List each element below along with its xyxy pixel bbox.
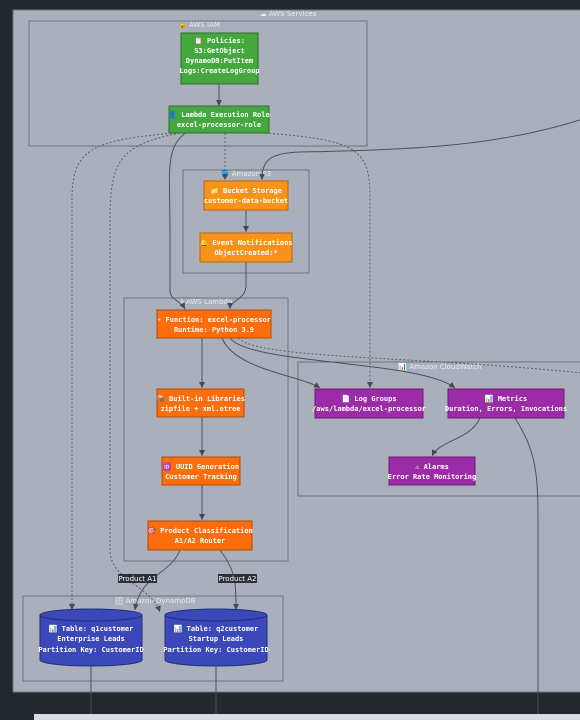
svg-text:A1/A2 Router: A1/A2 Router (175, 537, 226, 545)
svg-text:Enterprise Leads: Enterprise Leads (57, 635, 124, 643)
cluster-aws-services (12, 9, 580, 693)
node-function[interactable]: ⚡ Function: excel-processor Runtime: Pyt… (156, 309, 272, 339)
lambda-icon: λ (180, 298, 186, 306)
edge-label-product-a2: Product A2 (218, 574, 257, 583)
edge-function-metrics (229, 337, 456, 389)
cluster-amazon-dynamodb (22, 595, 284, 682)
clipboard-icon: 📋 (194, 36, 207, 45)
edge-role-dynamodb-q1 (69, 132, 176, 610)
database-icon: 🗄 (114, 597, 125, 605)
svg-text:⚠ Alarms: ⚠ Alarms (415, 463, 449, 471)
chart-icon: 📊 (398, 362, 409, 371)
footer-strip (34, 714, 580, 720)
folder-icon: 📁 (210, 187, 223, 195)
svg-text:excel-processor-role: excel-processor-role (177, 121, 261, 129)
svg-text:📊 Metrics: 📊 Metrics (485, 394, 527, 403)
package-icon: 📦 (156, 394, 169, 403)
svg-text:Customer Tracking: Customer Tracking (165, 473, 237, 481)
svg-text:Logs:CreateLogGroup: Logs:CreateLogGroup (179, 67, 259, 75)
cluster-aws-lambda (123, 297, 289, 562)
svg-text:🎯 Product Classification: 🎯 Product Classification (147, 526, 253, 535)
id-icon: 🆔 (163, 462, 176, 471)
svg-text:Partition Key: CustomerID: Partition Key: CustomerID (38, 646, 143, 654)
bell-icon: 🔔 (199, 238, 212, 247)
edges (90, 84, 580, 720)
node-builtin-libraries[interactable]: 📦 Built-in Libraries zipfile + xml.etree (156, 388, 245, 418)
cluster-aws-lambda-label: λ AWS Lambda (180, 298, 233, 306)
edge-role-function (168, 132, 186, 310)
svg-text:Partition Key: CustomerID: Partition Key: CustomerID (163, 646, 268, 654)
cluster-amazon-s3-label: 🪣 Amazon S3 (221, 169, 271, 178)
svg-text:📋 Policies:: 📋 Policies: (194, 36, 245, 45)
svg-text:📊 Table: q2customer: 📊 Table: q2customer (174, 624, 259, 633)
edge-metrics-exit (514, 417, 539, 720)
svg-text:zipfile + xml.etree: zipfile + xml.etree (160, 405, 240, 413)
svg-text:Product A1: Product A1 (118, 575, 156, 583)
svg-text:📁 Bucket Storage: 📁 Bucket Storage (210, 187, 282, 195)
node-uuid-generation[interactable]: 🆔 UUID Generation Customer Tracking (161, 456, 241, 486)
svg-text:📦 Built-in Libraries: 📦 Built-in Libraries (156, 394, 245, 403)
svg-text:📊 Table: q1customer: 📊 Table: q1customer (49, 624, 134, 633)
table-icon: 📊 (49, 624, 62, 633)
node-table-q2customer[interactable]: 📊 Table: q2customer Startup Leads Partit… (163, 608, 269, 667)
node-lambda-role[interactable]: 👤 Lambda Execution Role excel-processor-… (168, 105, 270, 134)
dashed-edges (69, 132, 580, 613)
lightning-icon: ⚡ (157, 316, 165, 324)
node-table-q1customer[interactable]: 📊 Table: q1customer Enterprise Leads Par… (38, 608, 144, 667)
svg-text:Startup Leads: Startup Leads (189, 635, 244, 643)
document-icon: 📄 (341, 394, 354, 403)
svg-text:Error Rate Monitoring: Error Rate Monitoring (388, 473, 477, 481)
node-event-notifications[interactable]: 🔔 Event Notifications ObjectCreated:* (199, 232, 293, 263)
table-icon: 📊 (174, 624, 187, 633)
svg-text:🆔 UUID Generation: 🆔 UUID Generation (163, 462, 239, 471)
cluster-aws-iam-label: 🔒 AWS IAM (178, 21, 220, 29)
svg-text:Duration, Errors, Invocations: Duration, Errors, Invocations (445, 405, 567, 413)
edge-role-cloudwatch (264, 132, 373, 388)
svg-text:Product A2: Product A2 (218, 575, 256, 583)
svg-text:Runtime: Python 3.9: Runtime: Python 3.9 (174, 326, 254, 334)
bar-chart-icon: 📊 (485, 394, 498, 403)
node-product-classification[interactable]: 🎯 Product Classification A1/A2 Router (147, 520, 253, 551)
svg-text:DynamoDB:PutItem: DynamoDB:PutItem (186, 57, 253, 65)
cluster-amazon-cloudwatch-label: 📊 Amazon CloudWatch (398, 362, 481, 371)
user-icon: 👤 (168, 110, 181, 119)
svg-text:👤 Lambda Execution Role: 👤 Lambda Execution Role (168, 110, 269, 119)
warning-icon: ⚠ (415, 463, 423, 471)
svg-text:S3:GetObject: S3:GetObject (194, 47, 245, 55)
svg-text:/aws/lambda/excel-processor: /aws/lambda/excel-processor (312, 405, 426, 413)
lock-icon: 🔒 (178, 21, 189, 29)
node-log-groups[interactable]: 📄 Log Groups /aws/lambda/excel-processor (312, 388, 426, 419)
svg-text:customer-data-bucket: customer-data-bucket (204, 197, 288, 205)
edge-events-function (227, 262, 247, 310)
node-alarms[interactable]: ⚠ Alarms Error Rate Monitoring (388, 456, 477, 486)
edge-function-loggroups (221, 337, 321, 389)
node-policies[interactable]: 📋 Policies: S3:GetObject DynamoDB:PutIte… (179, 32, 260, 85)
target-icon: 🎯 (147, 526, 160, 535)
cluster-aws-services-label: ☁ AWS Services (260, 10, 317, 18)
bucket-icon: 🪣 (221, 169, 232, 178)
edge-metrics-alarms (431, 417, 481, 457)
edge-function-external (237, 337, 580, 374)
node-bucket-storage[interactable]: 📁 Bucket Storage customer-data-bucket (203, 180, 289, 211)
cluster-aws-iam (28, 20, 368, 147)
svg-text:⚡ Function: excel-processor: ⚡ Function: excel-processor (157, 316, 271, 324)
svg-text:ObjectCreated:*: ObjectCreated:* (214, 249, 277, 257)
edge-label-product-a1: Product A1 (118, 574, 157, 583)
node-metrics[interactable]: 📊 Metrics Duration, Errors, Invocations (445, 388, 567, 419)
cloud-icon: ☁ (260, 10, 269, 18)
edge-external-bucket (259, 119, 580, 181)
cluster-amazon-dynamodb-label: 🗄 Amazon DynamoDB (114, 597, 195, 605)
svg-text:📄 Log Groups: 📄 Log Groups (341, 394, 396, 403)
svg-text:🔔 Event Notifications: 🔔 Event Notifications (199, 238, 292, 247)
